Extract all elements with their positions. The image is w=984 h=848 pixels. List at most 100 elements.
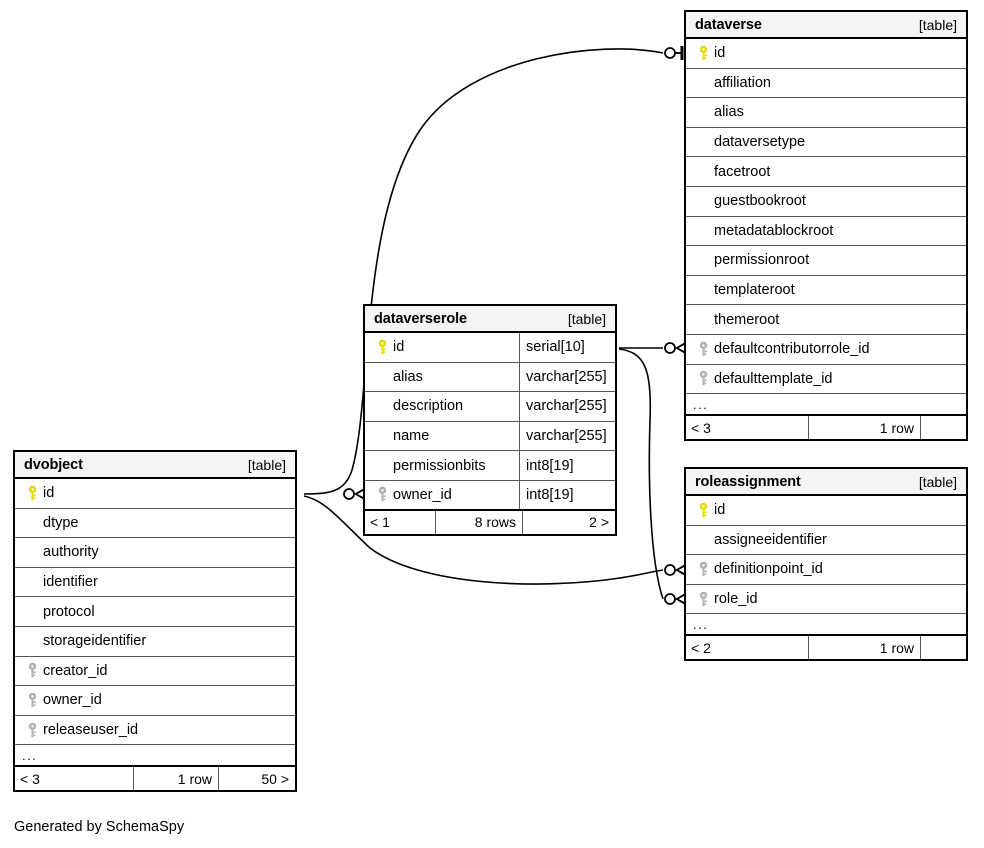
primary-key-icon — [373, 339, 392, 355]
column-row-id[interactable]: id — [15, 479, 295, 509]
primary-key-icon — [694, 502, 713, 518]
column-main: id — [365, 333, 519, 362]
primary-key-icon — [694, 45, 713, 61]
column-main: owner_id — [365, 481, 519, 509]
column-row-releaseuser_id[interactable]: releaseuser_id — [15, 716, 295, 746]
column-main: dtype — [15, 509, 295, 538]
footer-row-count: 1 row — [808, 636, 921, 660]
column-row-assigneeidentifier[interactable]: assigneeidentifier — [686, 526, 966, 556]
column-row-authority[interactable]: authority — [15, 538, 295, 568]
footer-children-count[interactable]: 50 > — [261, 770, 289, 787]
footer-children-count[interactable] — [921, 416, 966, 439]
more-columns-ellipsis: ... — [686, 614, 966, 637]
table-header-dataverserole[interactable]: dataverserole [table] — [365, 306, 615, 333]
column-row-alias[interactable]: alias — [686, 98, 966, 128]
column-row-facetroot[interactable]: facetroot — [686, 157, 966, 187]
column-row-protocol[interactable]: protocol — [15, 597, 295, 627]
column-row-name[interactable]: name varchar[255] — [365, 421, 615, 452]
column-main: metadatablockroot — [686, 217, 966, 246]
column-row-id[interactable]: id — [686, 39, 966, 69]
column-name: role_id — [714, 591, 758, 608]
column-name: id — [714, 502, 726, 519]
primary-key-icon — [23, 485, 42, 501]
relationship-roleassignment-role-to-dataverserole-id — [618, 348, 664, 600]
column-name: dataversetype — [714, 134, 806, 151]
column-row-id[interactable]: id — [686, 496, 966, 526]
column-datatype: varchar[255] — [519, 362, 615, 392]
column-row-defaultcontributorrole_id[interactable]: defaultcontributorrole_id — [686, 335, 966, 365]
column-row-owner_id[interactable]: owner_id — [15, 686, 295, 716]
foreign-key-icon — [373, 487, 392, 502]
column-row-defaulttemplate_id[interactable]: defaulttemplate_id — [686, 365, 966, 395]
table-title: dataverse — [695, 16, 762, 33]
column-name: themeroot — [714, 311, 780, 328]
footer-parents-count[interactable]: < 2 — [691, 639, 711, 656]
column-main: id — [686, 39, 966, 68]
footer-parents-count[interactable]: < 3 — [20, 770, 40, 787]
column-name: authority — [43, 544, 99, 561]
column-main: id — [15, 479, 295, 508]
footer-row-count: 8 rows — [435, 510, 523, 534]
column-main: assigneeidentifier — [686, 526, 966, 555]
column-row-themeroot[interactable]: themeroot — [686, 305, 966, 335]
foreign-key-icon — [23, 692, 42, 708]
table-footer-dataverse: < 3 1 row — [686, 416, 966, 440]
column-row-metadatablockroot[interactable]: metadatablockroot — [686, 217, 966, 247]
column-main: protocol — [15, 597, 295, 626]
column-row-identifier[interactable]: identifier — [15, 568, 295, 598]
column-main: name — [365, 422, 519, 451]
column-main: permissionbits — [365, 451, 519, 480]
table-header-roleassignment[interactable]: roleassignment[table] — [686, 469, 966, 496]
column-name: description — [393, 398, 464, 415]
footer-parents-count[interactable]: < 1 — [370, 514, 390, 531]
foreign-key-icon — [694, 561, 713, 577]
column-row-guestbookroot[interactable]: guestbookroot — [686, 187, 966, 217]
column-row-templateroot[interactable]: templateroot — [686, 276, 966, 306]
table-title: dataverserole — [374, 310, 468, 327]
footer-parents-count[interactable]: < 3 — [691, 419, 711, 436]
column-row-permissionroot[interactable]: permissionroot — [686, 246, 966, 276]
table-header-dataverse[interactable]: dataverse [table] — [686, 12, 966, 39]
table-header-dvobject[interactable]: dvobject[table] — [15, 452, 295, 479]
column-row-dataversetype[interactable]: dataversetype — [686, 128, 966, 158]
column-main: creator_id — [15, 657, 295, 686]
column-row-alias[interactable]: alias varchar[255] — [365, 362, 615, 393]
column-main: defaulttemplate_id — [686, 365, 966, 394]
column-row-creator_id[interactable]: creator_id — [15, 657, 295, 687]
table-footer-dvobject: < 3 1 row 50 > — [15, 767, 295, 791]
footer-row-count: 1 row — [133, 767, 219, 791]
column-name: id — [393, 339, 405, 356]
column-row-role_id[interactable]: role_id — [686, 585, 966, 615]
column-name: name — [393, 428, 430, 445]
column-datatype: varchar[255] — [519, 421, 615, 451]
column-main: guestbookroot — [686, 187, 966, 216]
column-name: permissionroot — [714, 252, 810, 269]
foreign-key-icon — [23, 722, 42, 738]
column-name: templateroot — [714, 282, 795, 299]
column-main: role_id — [686, 585, 966, 614]
table-type-tag: [table] — [918, 16, 957, 33]
table-type-tag: [table] — [567, 310, 606, 327]
footer-children-count[interactable]: 2 > — [589, 514, 609, 531]
column-main: affiliation — [686, 69, 966, 98]
column-name: owner_id — [393, 486, 452, 503]
column-name: defaultcontributorrole_id — [714, 341, 870, 358]
column-row-affiliation[interactable]: affiliation — [686, 69, 966, 99]
column-name: alias — [393, 368, 423, 385]
column-name: defaulttemplate_id — [714, 370, 833, 387]
table-roleassignment[interactable]: roleassignment[table] id assigneeidentifie… — [684, 467, 968, 662]
column-row-dtype[interactable]: dtype — [15, 509, 295, 539]
column-row-storageidentifier[interactable]: storageidentifier — [15, 627, 295, 657]
footer-row-count: 1 row — [808, 416, 921, 440]
footer-children-count[interactable] — [921, 636, 966, 659]
generator-caption: Generated by SchemaSpy — [14, 819, 185, 835]
column-row-definitionpoint_id[interactable]: definitionpoint_id — [686, 555, 966, 585]
